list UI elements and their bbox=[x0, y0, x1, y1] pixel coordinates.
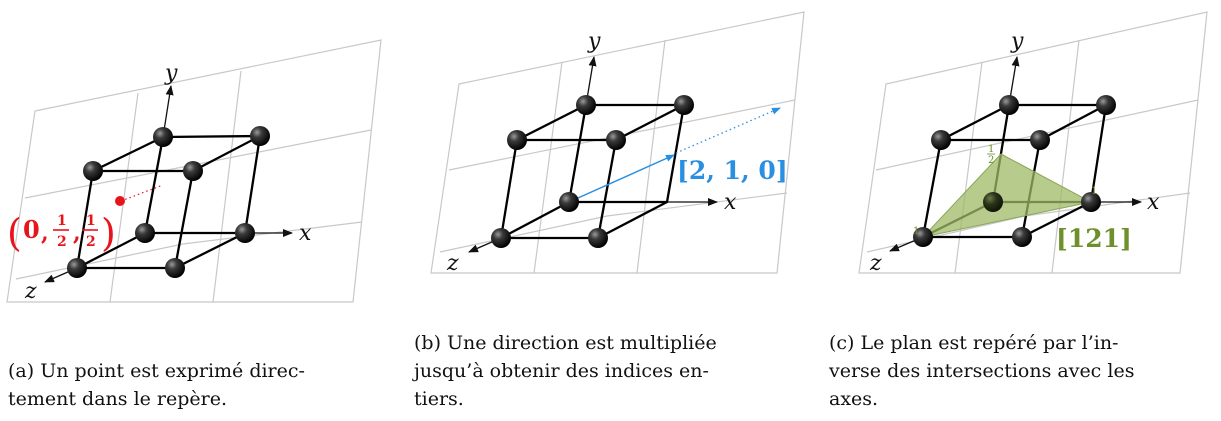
atom bbox=[183, 161, 203, 181]
atom bbox=[913, 227, 933, 247]
svg-text:(: ( bbox=[7, 211, 22, 255]
atom bbox=[491, 228, 511, 248]
panel-b: y x z [2, 1, 0] bbox=[430, 11, 805, 276]
point-coordinates-label: ( 0 , 1 2 , 1 2 ) bbox=[7, 211, 116, 255]
atom bbox=[135, 223, 155, 243]
x-axis-label: x bbox=[1147, 190, 1160, 215]
caption-line: (a) Un point est exprimé direc- bbox=[8, 360, 305, 382]
svg-text:1: 1 bbox=[57, 213, 67, 229]
direction-label: [2, 1, 0] bbox=[677, 156, 788, 185]
atom bbox=[588, 228, 608, 248]
miller-plane bbox=[921, 153, 1093, 238]
intercept-y-den: 2 bbox=[988, 155, 994, 166]
caption-line: tement dans le repère. bbox=[8, 388, 228, 410]
atom bbox=[931, 130, 951, 150]
caption-line: verse des intersections avec les bbox=[829, 360, 1135, 382]
svg-text:1: 1 bbox=[86, 213, 96, 229]
atom bbox=[67, 258, 87, 278]
atom bbox=[83, 161, 103, 181]
atom bbox=[165, 258, 185, 278]
svg-text:0: 0 bbox=[23, 215, 40, 244]
plane-label: [121] bbox=[1056, 224, 1132, 253]
x-axis-label: x bbox=[724, 190, 737, 215]
caption-line: tiers. bbox=[414, 388, 464, 410]
atoms-c bbox=[913, 95, 1116, 247]
caption-a: (a) Un point est exprimé direc- tement d… bbox=[8, 357, 388, 413]
direction-vector bbox=[568, 154, 675, 203]
svg-text:2: 2 bbox=[86, 234, 96, 250]
caption-b: (b) Une direction est multipliée jusqu’à… bbox=[414, 329, 794, 413]
panel-a: y x z ( 0 , 1 2 bbox=[6, 39, 382, 304]
atom bbox=[576, 95, 596, 115]
y-axis-label: y bbox=[587, 29, 601, 54]
cube-edges-b bbox=[499, 103, 686, 240]
caption-line: jusqu’à obtenir des indices en- bbox=[414, 360, 709, 382]
atom bbox=[674, 95, 694, 115]
intercept-z: 1 bbox=[913, 226, 919, 237]
x-axis-label: x bbox=[299, 221, 312, 246]
z-axis-label: z bbox=[869, 251, 882, 276]
z-axis-label: z bbox=[446, 251, 459, 276]
atom bbox=[1081, 192, 1101, 212]
point-marker bbox=[115, 196, 125, 206]
atom bbox=[235, 223, 255, 243]
intercept-x: 1 bbox=[1091, 186, 1097, 197]
atom bbox=[507, 130, 527, 150]
caption-c: (c) Le plan est repéré par l’in- verse d… bbox=[829, 329, 1209, 413]
svg-text:,: , bbox=[73, 220, 81, 246]
caption-line: (c) Le plan est repéré par l’in- bbox=[829, 332, 1119, 354]
atom bbox=[983, 192, 1003, 212]
caption-line: (b) Une direction est multipliée bbox=[414, 332, 717, 354]
svg-text:): ) bbox=[101, 211, 116, 255]
atom bbox=[1096, 95, 1116, 115]
atoms-a bbox=[67, 126, 270, 278]
intercept-y-num: 1 bbox=[988, 144, 994, 155]
y-axis-label: y bbox=[164, 61, 178, 86]
atom bbox=[153, 127, 173, 147]
atom bbox=[999, 95, 1019, 115]
y-axis-label: y bbox=[1010, 29, 1024, 54]
atoms-b bbox=[491, 95, 694, 248]
atom bbox=[606, 130, 626, 150]
direction-extension bbox=[675, 107, 781, 154]
intercept-labels: 1 2 1 1 bbox=[913, 144, 1097, 237]
atom bbox=[559, 192, 579, 212]
atom bbox=[250, 126, 270, 146]
atom bbox=[1012, 227, 1032, 247]
atom bbox=[1030, 130, 1050, 150]
caption-line: axes. bbox=[829, 388, 879, 410]
svg-text:,: , bbox=[41, 220, 49, 246]
z-axis-label: z bbox=[24, 279, 37, 304]
panel-c: y x z 1 2 1 1 [121] bbox=[858, 11, 1208, 276]
point-guide bbox=[120, 184, 164, 202]
svg-text:2: 2 bbox=[57, 234, 67, 250]
